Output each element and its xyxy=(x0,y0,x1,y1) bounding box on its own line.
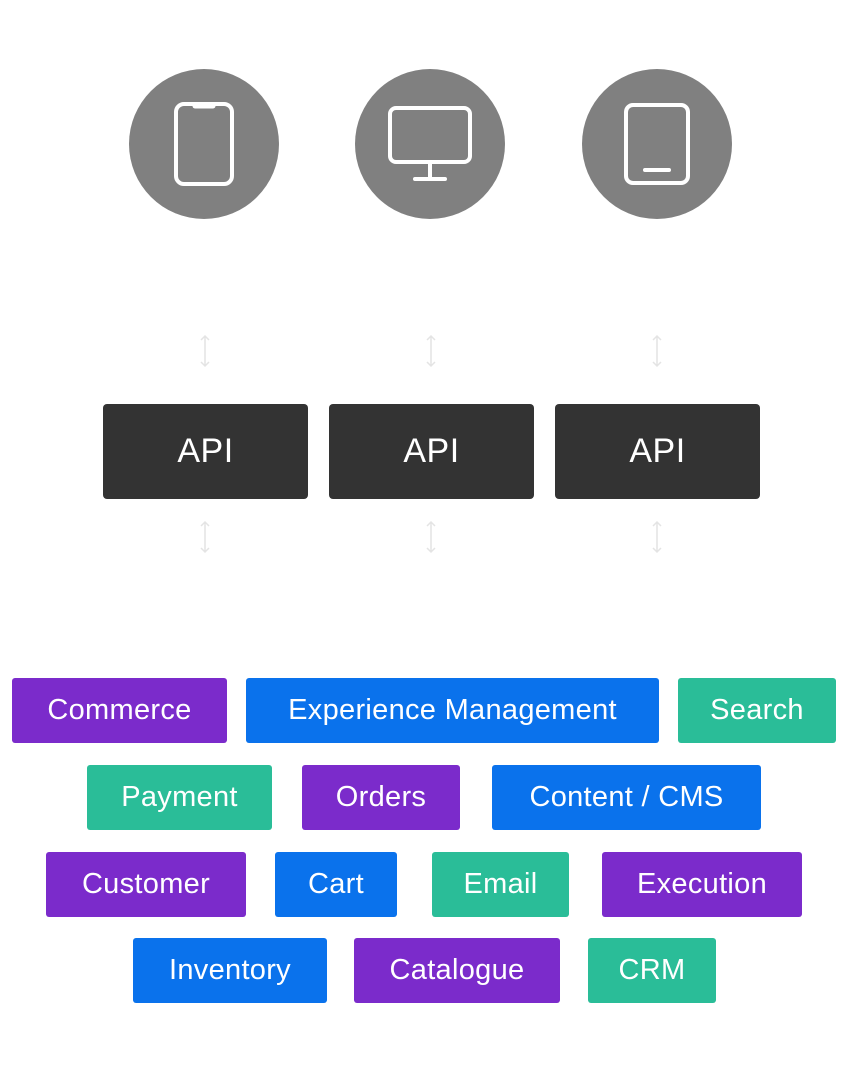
api-box: API xyxy=(329,404,534,499)
tablet-device xyxy=(582,69,732,219)
tablet-icon xyxy=(624,103,690,185)
device-api-arrow-3 xyxy=(652,334,662,368)
desktop-device xyxy=(355,69,505,219)
service-chip-commerce: Commerce xyxy=(12,678,227,743)
service-chip-catalogue: Catalogue xyxy=(354,938,560,1003)
device-api-arrow-2 xyxy=(426,334,436,368)
service-chip-execution: Execution xyxy=(602,852,802,917)
api-service-arrow-3 xyxy=(652,520,662,554)
api-service-arrow-2 xyxy=(426,520,436,554)
api-box: API xyxy=(103,404,308,499)
smartphone-device xyxy=(129,69,279,219)
service-chip-payment: Payment xyxy=(87,765,272,830)
api-box: API xyxy=(555,404,760,499)
service-chip-email: Email xyxy=(432,852,569,917)
service-chip-orders: Orders xyxy=(302,765,460,830)
service-chip-cart: Cart xyxy=(275,852,397,917)
service-chip-crm: CRM xyxy=(588,938,716,1003)
service-chip-search: Search xyxy=(678,678,836,743)
api-service-arrow-1 xyxy=(200,520,210,554)
service-chip-customer: Customer xyxy=(46,852,246,917)
service-chip-inventory: Inventory xyxy=(133,938,327,1003)
smartphone-icon xyxy=(174,102,234,186)
device-api-arrow-1 xyxy=(200,334,210,368)
desktop-monitor-icon xyxy=(388,106,472,181)
service-chip-experience-management: Experience Management xyxy=(246,678,659,743)
service-chip-content-cms: Content / CMS xyxy=(492,765,761,830)
